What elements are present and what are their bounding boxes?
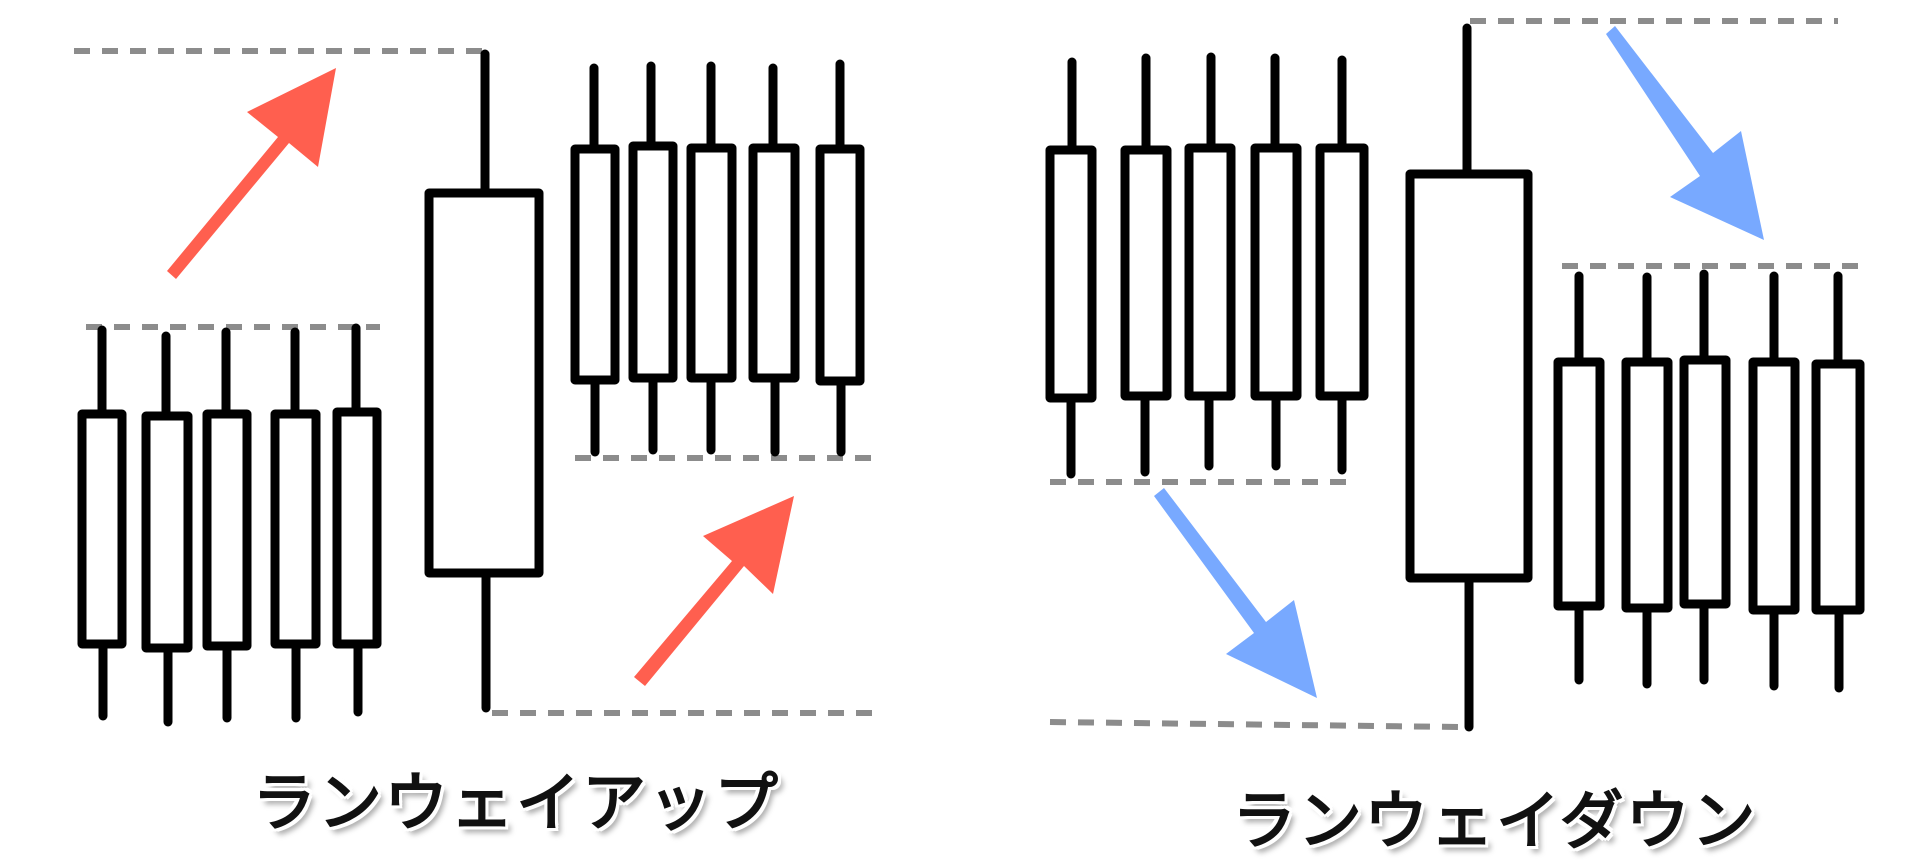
runaway-up-caption: ランウェイアップ <box>252 767 780 841</box>
runaway-down-panel <box>1045 18 1865 732</box>
small-candle <box>1250 53 1302 471</box>
small-candle <box>202 327 252 723</box>
small-candle <box>628 61 678 455</box>
candle-group-high <box>570 59 865 457</box>
down-arrow-lower <box>1154 488 1317 698</box>
small-candle <box>815 59 865 457</box>
candle-group-low <box>77 323 382 727</box>
runaway-down-caption: ランウェイダウン <box>1232 785 1758 859</box>
large-candle <box>424 49 544 713</box>
down-arrow-upper <box>1606 26 1764 240</box>
small-candle <box>1748 271 1800 691</box>
up-arrow-upper <box>167 68 336 279</box>
candle-group-high <box>1045 52 1369 479</box>
small-candle <box>1120 53 1172 477</box>
large-candle <box>1405 23 1533 732</box>
small-candle <box>1045 57 1097 479</box>
small-candle <box>1315 55 1369 475</box>
up-arrow-lower <box>634 496 794 686</box>
small-candle <box>141 331 193 727</box>
small-candle <box>1184 52 1236 471</box>
small-candle <box>1553 271 1605 685</box>
small-candle <box>77 325 127 721</box>
small-candle <box>1811 271 1865 693</box>
small-candle <box>270 327 321 723</box>
small-candle <box>1679 269 1731 685</box>
candle-group-low <box>1553 269 1865 693</box>
small-candle <box>686 61 737 455</box>
guide-line-bottom <box>1049 719 1459 730</box>
small-candle <box>1621 272 1673 689</box>
runaway-up-panel <box>74 48 884 727</box>
small-candle <box>748 63 800 457</box>
small-candle <box>570 63 620 457</box>
small-candle <box>332 323 382 717</box>
